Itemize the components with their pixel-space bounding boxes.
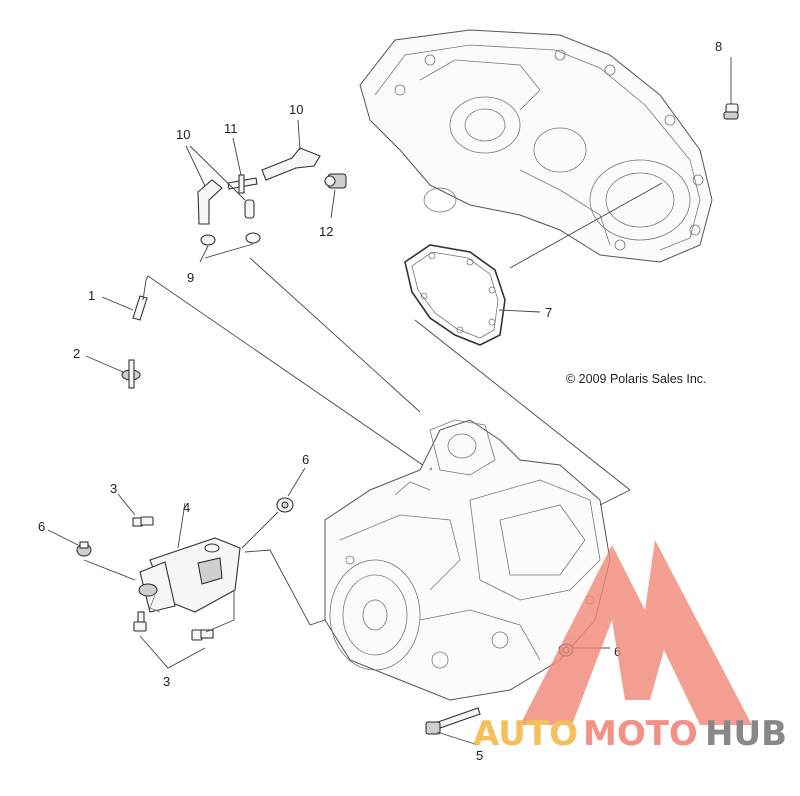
washer-part-6-top	[276, 497, 294, 513]
valve-part-12	[324, 173, 347, 189]
tee-fitting-part-11	[227, 174, 258, 194]
watermark-text-hub: HUB	[705, 714, 787, 754]
callout-2: 2	[73, 346, 80, 361]
callout-3-top: 3	[110, 481, 117, 496]
bolt-part-3-top	[132, 516, 154, 527]
callout-4: 4	[183, 500, 190, 515]
transmission-housing	[359, 29, 713, 263]
callout-6-left: 6	[38, 519, 45, 534]
clamps-part-9	[200, 232, 261, 246]
nut-part-6-left	[76, 541, 92, 557]
hose-part-10-left	[197, 179, 223, 225]
cap-part-10-small	[244, 199, 255, 219]
callout-5: 5	[476, 748, 483, 763]
watermark-triangle-logo	[520, 540, 752, 725]
callout-1: 1	[88, 288, 95, 303]
gasket-part-7	[404, 244, 506, 346]
bolt-part-3-lower-right	[191, 629, 214, 641]
engine-mount-part-4	[138, 537, 241, 613]
watermark-text-moto: MOTO	[583, 714, 698, 754]
hose-part-10-right	[261, 147, 321, 181]
stud-part-2	[121, 359, 141, 389]
callout-10-right: 10	[289, 102, 303, 117]
engine-assembly	[324, 419, 611, 701]
copyright-notice: © 2009 Polaris Sales Inc.	[566, 372, 707, 386]
dowel-pin-part-1	[132, 295, 148, 321]
bolt-part-5	[425, 707, 481, 735]
callout-8: 8	[715, 39, 722, 54]
callout-11: 11	[224, 121, 238, 136]
callout-9: 9	[187, 270, 194, 285]
callout-7: 7	[545, 305, 552, 320]
plug-part-8	[723, 103, 739, 120]
bolt-part-3-lower-left	[133, 611, 147, 632]
callout-3-bottom: 3	[163, 674, 170, 689]
callout-10-left: 10	[176, 127, 190, 142]
callout-6-top: 6	[302, 452, 309, 467]
automotohub-watermark: AUTO MOTO HUB	[473, 540, 787, 754]
callout-12: 12	[319, 224, 333, 239]
watermark-text-auto: AUTO	[473, 714, 578, 754]
